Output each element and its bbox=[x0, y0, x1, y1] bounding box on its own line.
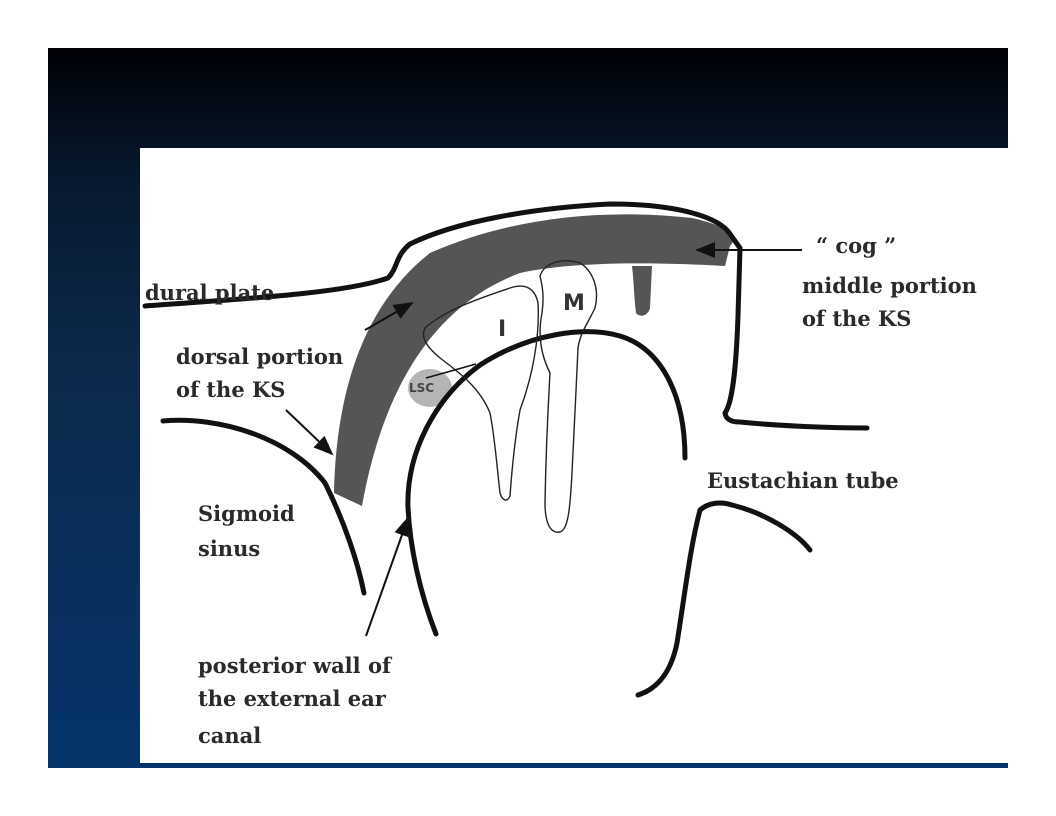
label-dural-plate: dural plate bbox=[145, 280, 274, 305]
cog bbox=[632, 266, 652, 316]
label-incus: I bbox=[498, 317, 506, 342]
label-middle-portion-line1: middle portion bbox=[802, 273, 977, 298]
label-posterior-wall-line2: the external ear bbox=[198, 686, 387, 711]
diagram-panel: dural plate dorsal portion of the KS “ c… bbox=[140, 148, 1012, 763]
incus-outline bbox=[422, 285, 540, 501]
slide-background: dural plate dorsal portion of the KS “ c… bbox=[48, 48, 1012, 768]
label-cog: “ cog ” bbox=[816, 233, 896, 258]
arrow-dural-plate bbox=[364, 302, 414, 331]
korners-septum-band bbox=[334, 214, 734, 506]
label-malleus: M bbox=[563, 291, 585, 316]
label-eustachian-tube: Eustachian tube bbox=[707, 468, 899, 493]
arrow-dorsal-portion bbox=[285, 409, 334, 456]
label-posterior-wall-line1: posterior wall of bbox=[198, 653, 393, 678]
label-posterior-wall-line3: canal bbox=[198, 723, 261, 748]
malleus-outline bbox=[539, 260, 598, 533]
label-middle-portion-line2: of the KS bbox=[802, 306, 911, 331]
label-lsc: LSC bbox=[409, 381, 434, 395]
ks-anatomy-diagram: dural plate dorsal portion of the KS “ c… bbox=[142, 201, 977, 748]
sigmoid-sinus-curve bbox=[160, 417, 367, 596]
lsc-shape bbox=[408, 369, 452, 407]
ear-canal-posterior-wall bbox=[405, 329, 688, 637]
dural-plate-line bbox=[142, 201, 870, 431]
arrow-posterior-wall bbox=[365, 516, 410, 637]
label-dorsal-portion-line2: of the KS bbox=[176, 377, 285, 402]
label-sigmoid-sinus-line2: sinus bbox=[198, 536, 260, 561]
label-dorsal-portion-line1: dorsal portion bbox=[176, 344, 343, 369]
eustachian-tube-wall bbox=[635, 500, 813, 698]
label-sigmoid-sinus-line1: Sigmoid bbox=[198, 501, 295, 526]
arrow-lsc bbox=[425, 363, 477, 379]
